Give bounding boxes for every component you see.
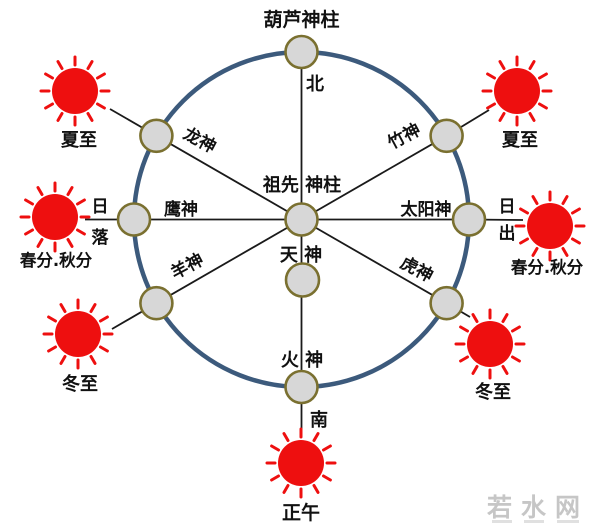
bamboo-god-label: 竹神 xyxy=(383,119,424,154)
sun-icon-winter-solstice-east xyxy=(454,308,526,380)
node-northwest-dragon xyxy=(139,118,174,154)
sun-icon-noon xyxy=(265,427,337,499)
spoke-southeast xyxy=(301,218,448,304)
node-southeast-tiger xyxy=(429,285,464,321)
ancestor-pillar-label: 祖先 神柱 xyxy=(262,174,341,196)
sun-icon-equinox-east xyxy=(514,190,586,262)
sunrise-char-1: 日 xyxy=(499,197,516,217)
sun-god-label: 太阳神 xyxy=(401,199,452,220)
summer-solstice-west-label: 夏至 xyxy=(61,130,97,151)
sun-icon-summer-solstice-west xyxy=(39,55,111,127)
node-southwest-sheep xyxy=(139,285,174,321)
spoke-southwest xyxy=(155,218,302,304)
sun-icon-summer-solstice-east xyxy=(481,55,553,127)
watermark-subtext-mark xyxy=(492,520,512,523)
winter-solstice-east-label: 冬至 xyxy=(475,381,511,403)
watermark-text: 若水网 xyxy=(486,493,589,522)
sun-icon-equinox-west xyxy=(19,181,91,253)
node-west-eagle xyxy=(116,202,152,237)
node-north-gourd-pillar xyxy=(284,34,319,70)
tiger-god-label: 虎神 xyxy=(397,252,437,287)
spoke-northeast xyxy=(301,135,448,221)
direction-south-label: 南 xyxy=(310,409,328,431)
node-northeast-bamboo xyxy=(429,118,464,154)
watermark-subtext-mark xyxy=(557,520,579,523)
sun-icon-winter-solstice-west xyxy=(42,298,114,370)
direction-north-label: 北 xyxy=(306,74,324,95)
sheep-god-label: 羊神 xyxy=(167,249,207,284)
node-sky-god xyxy=(284,262,321,298)
spoke-northwest xyxy=(155,135,302,221)
equinox-east-label: 春分.秋分 xyxy=(511,257,584,277)
watermark-subtext-mark xyxy=(524,520,544,523)
equinox-west-label: 春分.秋分 xyxy=(20,250,93,270)
winter-solstice-west-label: 冬至 xyxy=(62,373,98,395)
noon-label: 正午 xyxy=(282,501,320,524)
sunset-char-2: 落 xyxy=(92,228,110,248)
sunrise-char-2: 出 xyxy=(499,223,516,244)
eagle-god-label: 鹰神 xyxy=(164,199,198,220)
fire-god-label: 火 神 xyxy=(281,349,323,371)
summer-solstice-east-label: 夏至 xyxy=(502,130,538,151)
node-east-sun-god xyxy=(451,202,487,237)
sunset-char-1: 日 xyxy=(92,197,109,217)
node-center-ancestor-pillar xyxy=(284,202,319,237)
gourd-pillar-title: 葫芦神柱 xyxy=(263,8,339,31)
sky-god-label: 天 神 xyxy=(280,244,322,266)
node-south-fire xyxy=(284,369,319,405)
